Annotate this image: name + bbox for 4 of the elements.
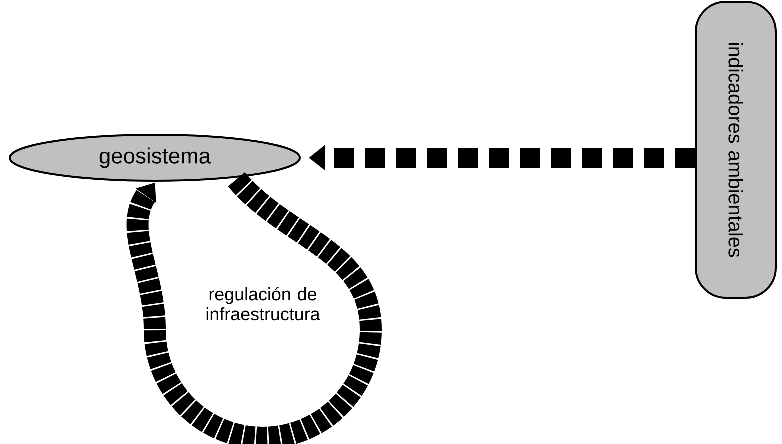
rounded-box: indicadores ambientales	[695, 1, 777, 299]
ellipse-node: geosistema	[9, 134, 301, 182]
arrow	[126, 172, 382, 444]
loop-label: regulación de infraestructura	[206, 287, 320, 321]
